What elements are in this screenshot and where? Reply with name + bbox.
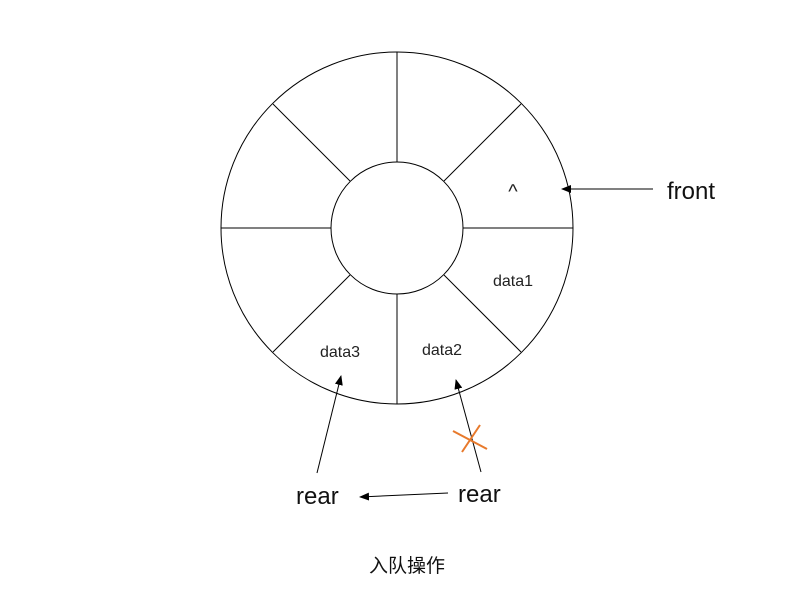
cell-data2: data2	[422, 342, 462, 359]
cell-data3: data3	[320, 344, 360, 361]
new-rear-arrow	[316, 375, 343, 474]
divider-bottom-right	[443, 274, 522, 353]
old-rear-label: rear	[458, 481, 501, 508]
divider-top-left	[272, 103, 351, 182]
front-label: front	[667, 178, 715, 205]
old-rear-arrow	[454, 379, 482, 473]
rear-move-arrow	[359, 492, 449, 501]
inner-circle	[330, 161, 464, 295]
front-slot-marker: ^	[508, 181, 518, 203]
new-rear-label: rear	[296, 483, 339, 510]
divider-top-right	[443, 103, 522, 182]
divider-bottom-left	[272, 274, 351, 353]
diagram-caption: 入队操作	[369, 555, 445, 577]
cell-data1: data1	[493, 273, 533, 290]
x-cross-icon	[452, 424, 488, 453]
queue-ring	[220, 51, 574, 405]
